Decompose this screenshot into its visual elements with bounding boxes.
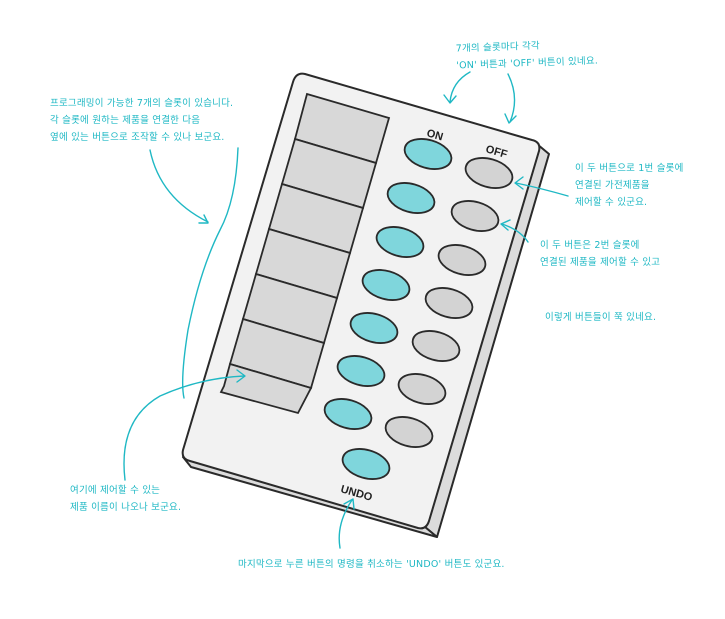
arrow-undo-head bbox=[343, 498, 355, 510]
on-button-7[interactable] bbox=[321, 394, 375, 434]
annotation-slots-line2: 각 슬롯에 원하는 제품을 연결한 다음 bbox=[50, 115, 201, 126]
arrow-slot1-head bbox=[514, 176, 524, 190]
on-button-column bbox=[321, 134, 455, 434]
on-button-5[interactable] bbox=[347, 308, 401, 348]
annotation-rows-line1: 이렇게 버튼들이 쭉 있네요. bbox=[545, 312, 657, 323]
annotation-slot2-line2: 연결된 제품을 제어할 수 있고 bbox=[540, 257, 661, 268]
off-button-2[interactable] bbox=[448, 196, 502, 236]
on-button-1[interactable] bbox=[401, 134, 455, 174]
off-button-4[interactable] bbox=[422, 283, 476, 323]
arrow-off-label-head bbox=[504, 113, 517, 124]
annotation-slot2: 이 두 버튼은 2번 슬롯에 연결된 제품을 제어할 수 있고 bbox=[540, 237, 660, 271]
annotation-name-display: 여기에 제어할 수 있는 제품 이름이 나오나 보군요. bbox=[70, 482, 181, 516]
off-label: OFF bbox=[484, 143, 509, 161]
on-button-4[interactable] bbox=[359, 265, 413, 305]
annotation-undo: 마지막으로 누른 버튼의 명령을 취소하는 'UNDO' 버튼도 있군요. bbox=[238, 556, 505, 573]
arrow-on-label-head bbox=[443, 94, 457, 104]
arrow-slot2 bbox=[501, 223, 529, 243]
arrow-on-label bbox=[449, 71, 471, 103]
annotation-rows: 이렇게 버튼들이 쭉 있네요. bbox=[545, 309, 656, 326]
arrow-slot1 bbox=[515, 182, 569, 197]
on-button-3[interactable] bbox=[373, 222, 427, 262]
arrow-name-slot bbox=[123, 375, 245, 481]
annotation-slot2-line1: 이 두 버튼은 2번 슬롯에 bbox=[540, 240, 640, 251]
off-button-5[interactable] bbox=[409, 326, 463, 366]
on-button-6[interactable] bbox=[334, 351, 388, 391]
on-label: ON bbox=[425, 127, 444, 143]
annotation-name-display-line2: 제품 이름이 나오나 보군요. bbox=[70, 502, 182, 513]
off-button-6[interactable] bbox=[395, 369, 449, 409]
slots-bracket bbox=[181, 147, 239, 399]
arrow-off-label bbox=[507, 73, 516, 123]
off-button-1[interactable] bbox=[462, 153, 516, 193]
arrow-slot2-head bbox=[500, 219, 511, 231]
off-button-7[interactable] bbox=[382, 412, 436, 452]
annotation-slot1-line3: 제어할 수 있군요. bbox=[575, 197, 648, 208]
off-button-column bbox=[382, 153, 516, 452]
arrow-slots-head bbox=[198, 214, 209, 224]
annotation-slot1: 이 두 버튼으로 1번 슬롯에 연결된 가전제품을 제어할 수 있군요. bbox=[575, 160, 684, 211]
annotation-slots-line3: 옆에 있는 버튼으로 조작할 수 있나 보군요. bbox=[50, 132, 225, 143]
annotation-slots: 프로그래밍이 가능한 7개의 슬롯이 있습니다. 각 슬롯에 원하는 제품을 연… bbox=[50, 95, 233, 146]
arrow-undo bbox=[338, 499, 353, 549]
annotation-slot1-line2: 연결된 가전제품을 bbox=[575, 180, 650, 191]
undo-button[interactable] bbox=[339, 444, 393, 484]
arrow-name-slot-head bbox=[236, 369, 246, 383]
annotation-slot1-line1: 이 두 버튼으로 1번 슬롯에 bbox=[575, 163, 684, 174]
annotation-name-display-line1: 여기에 제어할 수 있는 bbox=[70, 485, 161, 496]
slot-panel bbox=[219, 92, 391, 415]
annotation-undo-line1: 마지막으로 누른 버튼의 명령을 취소하는 'UNDO' 버튼도 있군요. bbox=[238, 559, 505, 570]
on-button-2[interactable] bbox=[384, 178, 438, 218]
remote-body bbox=[181, 72, 541, 530]
annotation-slots-line1: 프로그래밍이 가능한 7개의 슬롯이 있습니다. bbox=[50, 98, 234, 109]
arrow-slots bbox=[149, 149, 209, 223]
annotation-arrows bbox=[123, 71, 569, 549]
off-button-3[interactable] bbox=[435, 240, 489, 280]
annotation-on-off: 7개의 슬롯마다 각각 'ON' 버튼과 'OFF' 버튼이 있네요. bbox=[455, 36, 599, 75]
